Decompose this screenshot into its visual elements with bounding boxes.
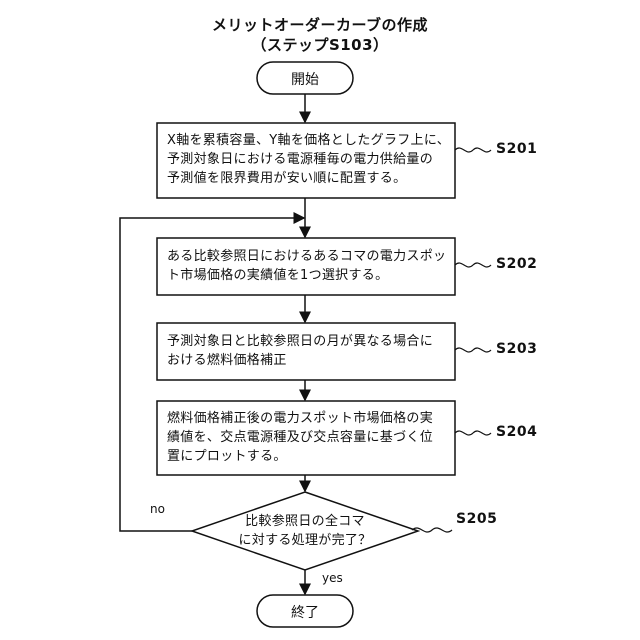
step-text-line: 予測対象日と比較参照日の月が異なる場合に: [167, 332, 433, 351]
leader-line-s204: [455, 431, 491, 435]
end-label: 終了: [255, 602, 355, 622]
step-text-line: ト市場価格の実績値を1つ選択する。: [167, 266, 388, 285]
step-label-s205: S205: [456, 511, 497, 527]
step-text-line: 置にプロットする。: [167, 447, 287, 466]
branch-label-yes: yes: [322, 571, 343, 585]
step-label-s203: S203: [496, 341, 537, 357]
decision-text-line: 比較参照日の全コマ: [215, 512, 395, 531]
step-label-s204: S204: [496, 424, 537, 440]
step-label-s201: S201: [496, 141, 537, 157]
decision-text-line: に対する処理が完了？: [215, 531, 395, 550]
step-text-line: ある比較参照日におけるあるコマの電力スポッ: [167, 247, 446, 266]
step-text-line: おける燃料価格補正: [167, 351, 287, 370]
step-text-line: 績値を、交点電源種及び交点容量に基づく位: [167, 428, 433, 447]
step-text-line: 燃料価格補正後の電力スポット市場価格の実: [167, 409, 433, 428]
start-label: 開始: [255, 69, 355, 89]
step-text-line: 予測対象日における電源種毎の電力供給量の: [167, 150, 433, 169]
leader-line-s202: [455, 263, 491, 267]
step-label-s202: S202: [496, 256, 537, 272]
step-text-line: X軸を累積容量、Y軸を価格としたグラフ上に、: [167, 131, 450, 150]
branch-label-no: no: [150, 502, 165, 516]
step-text-line: 予測値を限界費用が安い順に配置する。: [167, 169, 406, 188]
leader-line-s201: [455, 148, 491, 152]
leader-line-s203: [455, 348, 491, 352]
